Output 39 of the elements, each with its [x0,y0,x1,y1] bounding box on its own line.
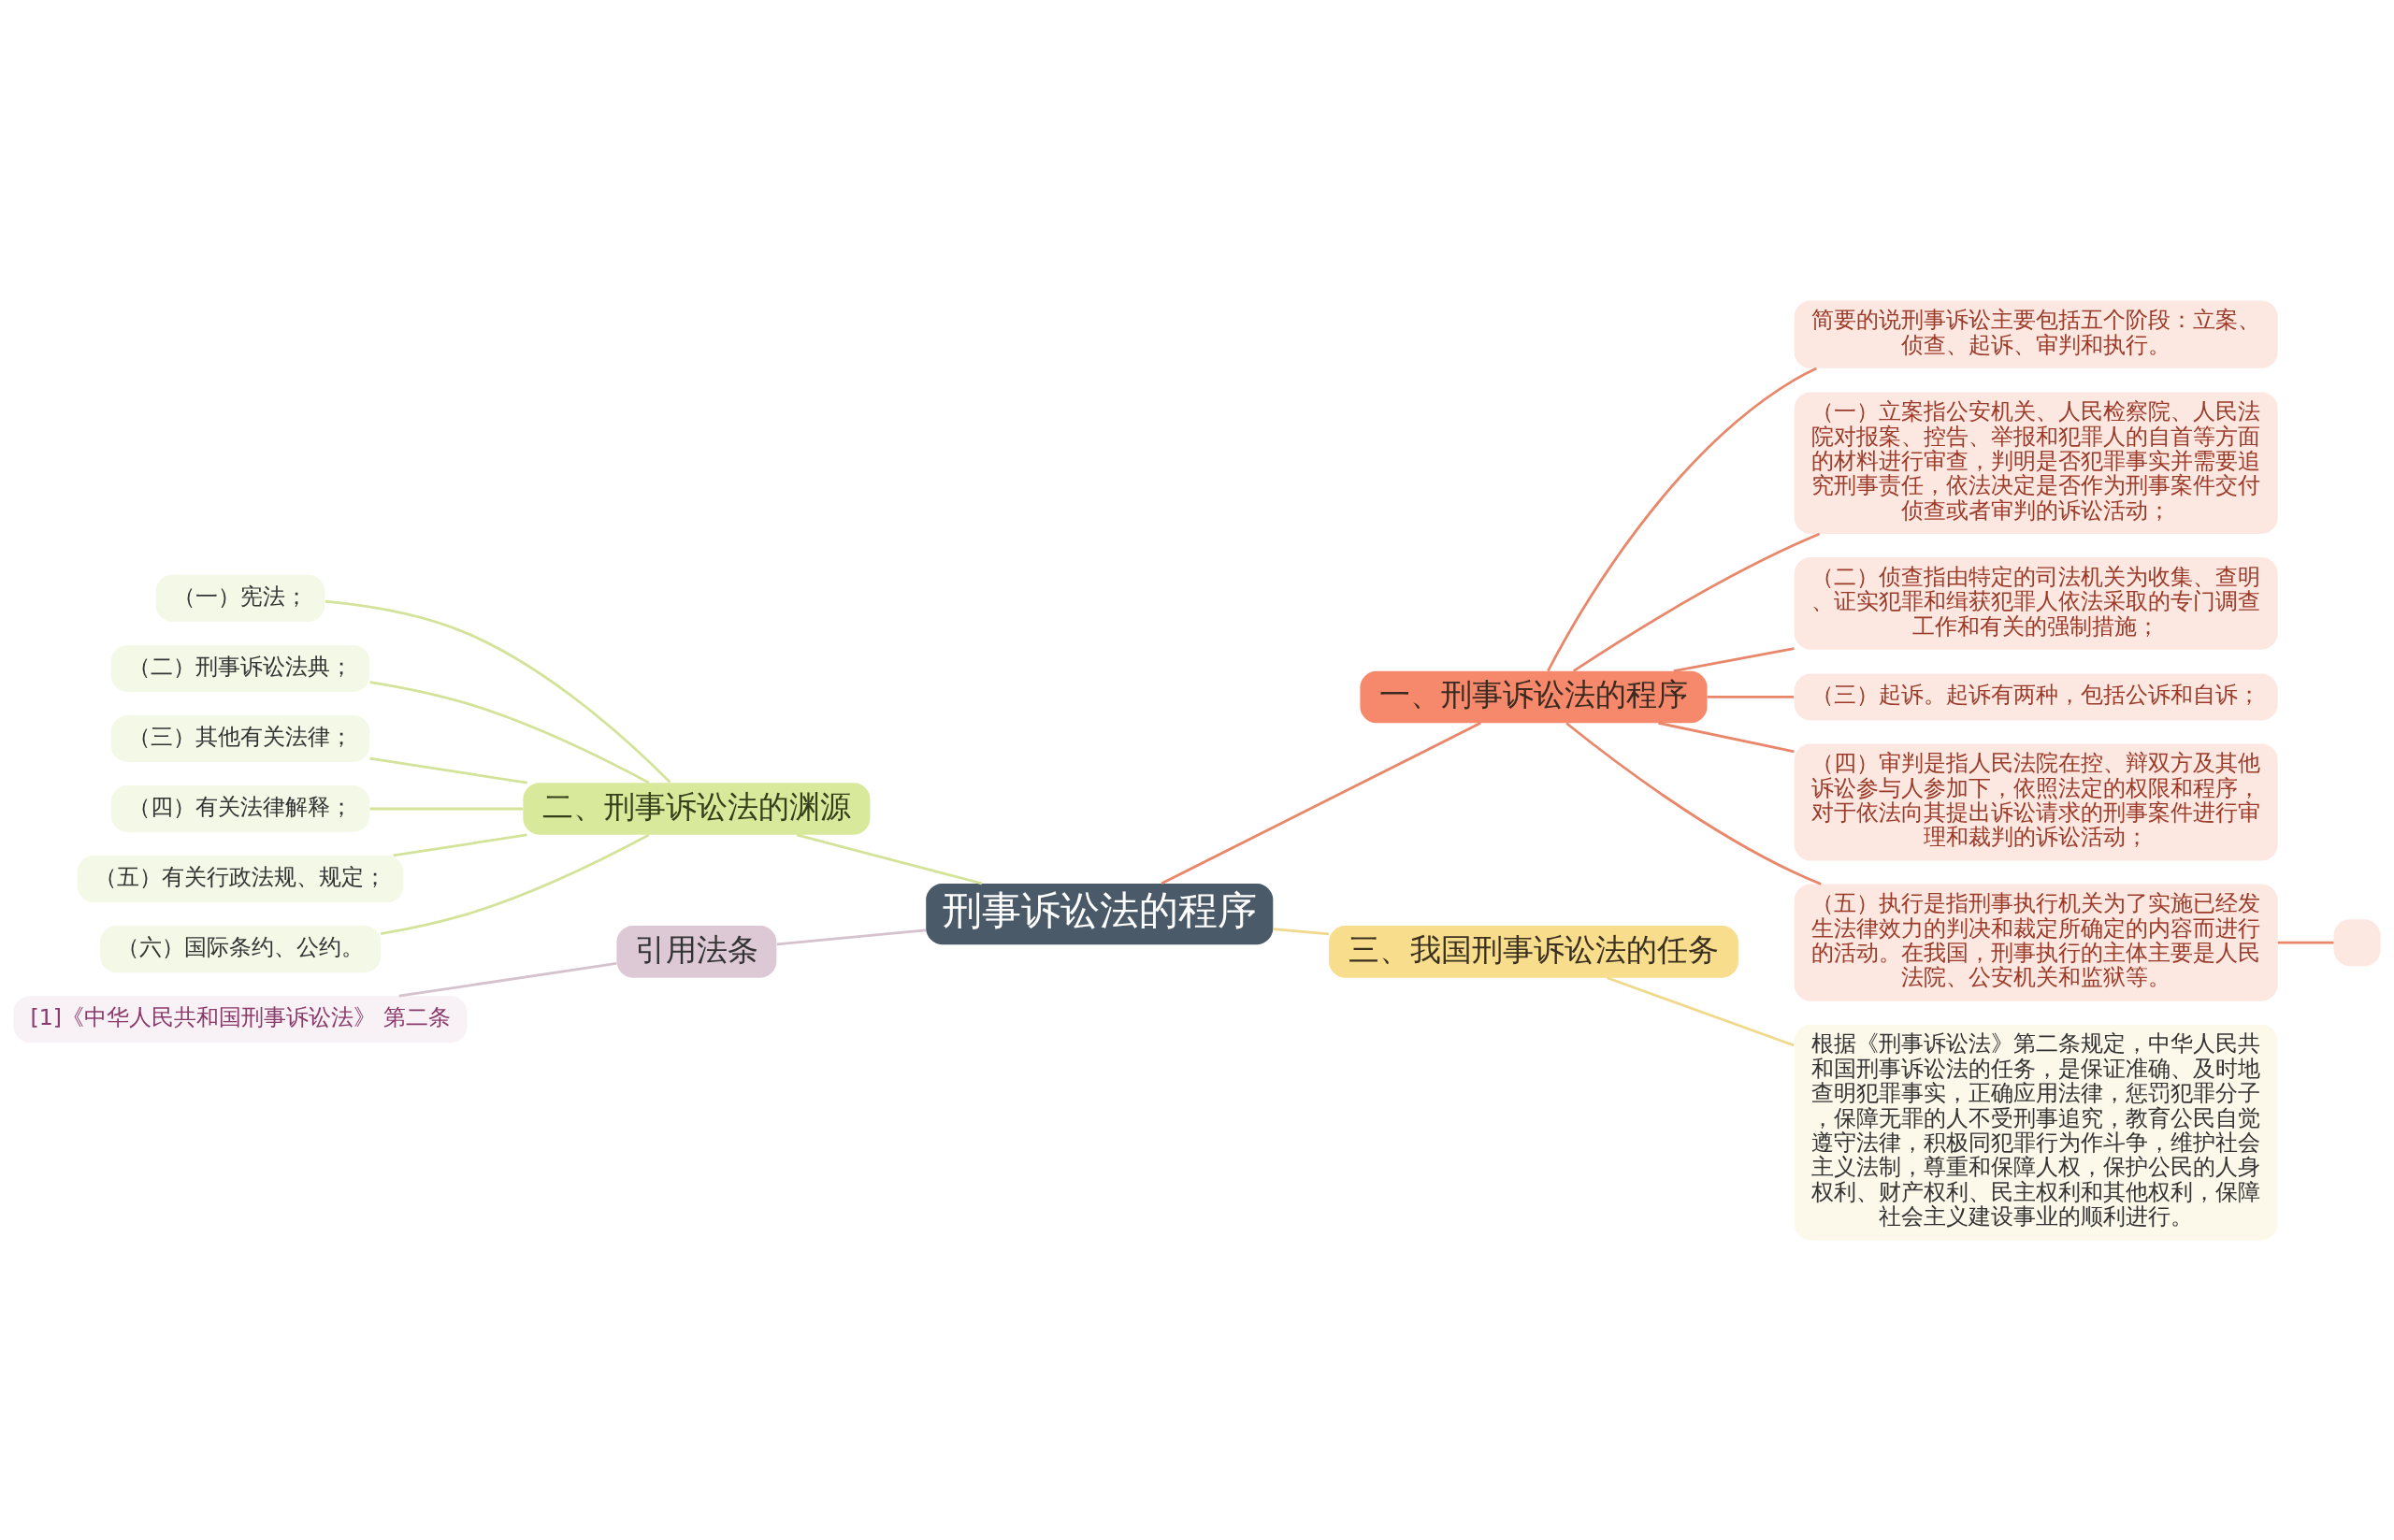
connector [1673,646,1795,672]
node-box: （一）立案指公安机关、人民检察院、人民法院对报案、控告、举报和犯罪人的自首等方面的材料进行审查，判明是否犯罪事实并需要追究刑事责任，依法决定是否作为刑事案件交付侦查或者审判的诉讼活动； [1794,392,2278,534]
connector [1572,532,1821,672]
node-box: （三）其他有关法律； [110,714,370,762]
connector [369,680,650,784]
connector [393,832,527,856]
connector [776,928,927,945]
connector [1161,721,1481,885]
connector [1658,721,1795,753]
node-box: （六）国际条约、公约。 [99,925,382,972]
connector [1565,721,1822,885]
node-box: 一、刑事诉讼法的程序 [1360,670,1708,723]
node-box: （二）刑事诉讼法典； [110,644,370,692]
connector [2277,941,2334,944]
connector [324,599,671,784]
node-box: 简要的说刑事诉讼主要包括五个阶段：立案、侦查、起诉、审判和执行。 [1794,300,2278,368]
connector [369,807,524,810]
node-box: （三）起诉。起诉有两种，包括公诉和自诉； [1794,672,2278,720]
node-box: 根据《刑事诉讼法》第二条规定，中华人民共和国刑事诉讼法的任务，是保证准确、及时地查明犯罪事实，正确应用法律，惩罚犯罪分子，保障无罪的人不受刑事追究，教育公民自觉遵守法律，积极同犯罪行为作斗争，维护社会主义法制，尊重和保障人权，保护公民的人身权利、财产权利、民主权利和其他权利，保障社会主义建设事业的顺利进行。 [1794,1024,2278,1240]
connector [1547,367,1817,671]
connector [1707,695,1795,698]
node-box: （四）有关法律解释； [110,784,370,832]
connector [369,756,527,784]
connector [796,833,983,885]
node-box: （五）执行是指刑事执行机关为了实施已经发生法律效力的判决和裁定所确定的内容而进行的活动。在我国，刑事执行的主体主要是人民法院、公安机关和监狱等。 [1794,884,2278,1001]
node-box: （五）有关行政法规、规定； [77,855,404,902]
connector [1607,975,1795,1046]
connector [1273,927,1330,935]
connector [398,961,617,997]
node-box: 刑事诉讼法的程序 [926,883,1274,944]
connector [380,833,650,935]
node-box [2333,918,2381,966]
node-box: 三、我国刑事诉讼法的任务 [1329,925,1738,978]
node-box: （四）审判是指人民法院在控、辩双方及其他诉讼参与人参加下，依照法定的权限和程序，对于依法向其提出诉讼请求的刑事案件进行审理和裁判的诉讼活动； [1794,743,2278,861]
node-box: [1]《中华人民共和国刑事诉讼法》 第二条 [13,995,468,1043]
node-box: （一）宪法； [155,574,325,622]
node-box: 引用法条 [616,925,777,978]
node-box: 二、刑事诉讼法的渊源 [523,782,871,835]
node-box: （二）侦查指由特定的司法机关为收集、查明、证实犯罪和缉获犯罪人依法采取的专门调查工作和有关的强制措施； [1794,556,2278,650]
